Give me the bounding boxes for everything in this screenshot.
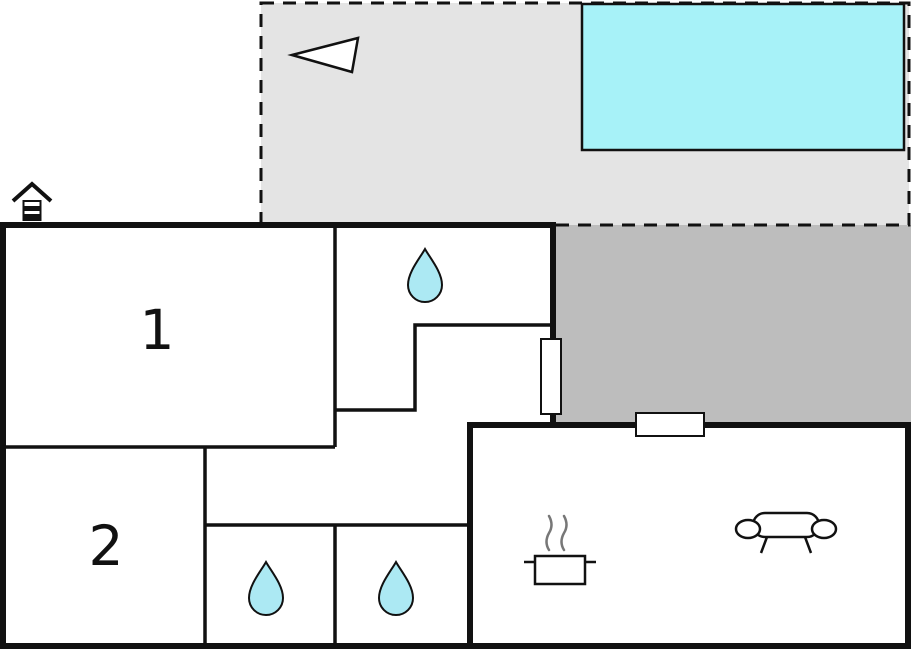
terrace-dark-area [555, 225, 911, 424]
interior-walls [2, 227, 551, 645]
room-2-label: 2 [89, 514, 124, 578]
water-drop-icon-top [406, 246, 444, 303]
door-icon [540, 338, 562, 415]
pool-icon [580, 2, 906, 152]
sofa-icon [734, 511, 838, 554]
water-drop-icon-bottom-middle [377, 559, 415, 616]
water-drop-icon-bottom-left [247, 559, 285, 616]
stove-pot-icon [524, 514, 596, 586]
window-icon [635, 412, 705, 437]
house-icon [11, 181, 53, 221]
room-1-label: 1 [140, 298, 175, 362]
north-arrow-icon [287, 36, 360, 74]
